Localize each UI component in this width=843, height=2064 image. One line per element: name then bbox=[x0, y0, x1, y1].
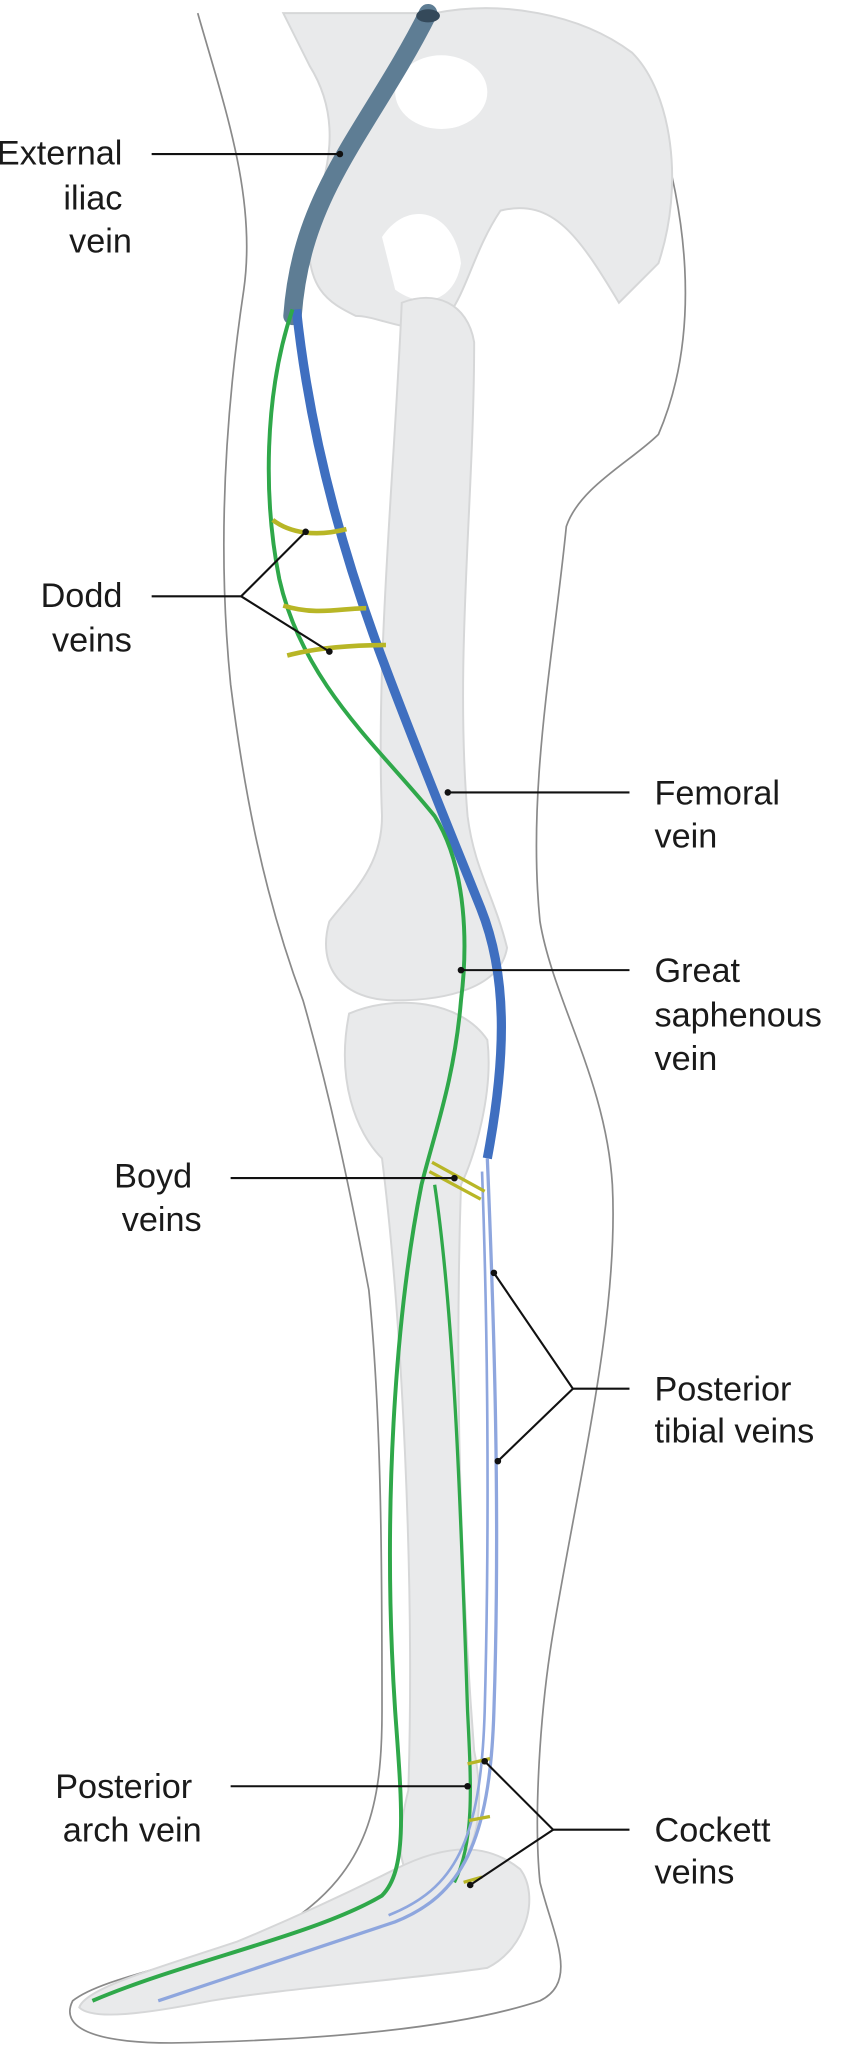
tibia-bone bbox=[343, 1001, 490, 1884]
great-saphenous-vein bbox=[91, 308, 467, 2003]
external-iliac-vein bbox=[283, 3, 440, 326]
label-boyd-veins: Boyd veins bbox=[114, 1157, 202, 1238]
leg-skin-outline bbox=[69, 12, 687, 2044]
femur-bone bbox=[325, 296, 509, 1002]
label-posterior-tibial-veins: Posterior tibial veins bbox=[654, 1371, 814, 1451]
label-posterior-arch-vein: Posterior arch vein bbox=[55, 1768, 201, 1849]
leader-lines bbox=[151, 150, 630, 1889]
posterior-tibial-veins bbox=[157, 1158, 499, 2003]
boyd-perforator-veins bbox=[428, 1160, 486, 1201]
femoral-vein bbox=[291, 308, 506, 1160]
label-femoral-vein: Femoral vein bbox=[654, 774, 789, 855]
label-cockett-veins: Cockett veins bbox=[654, 1812, 780, 1892]
label-dodd-veins: Dodd veins bbox=[41, 577, 132, 660]
foot-bones bbox=[78, 1848, 531, 2016]
label-great-saphenous-vein: Great saphenous vein bbox=[654, 952, 831, 1078]
label-external-iliac-vein: External iliac vein bbox=[0, 135, 132, 261]
